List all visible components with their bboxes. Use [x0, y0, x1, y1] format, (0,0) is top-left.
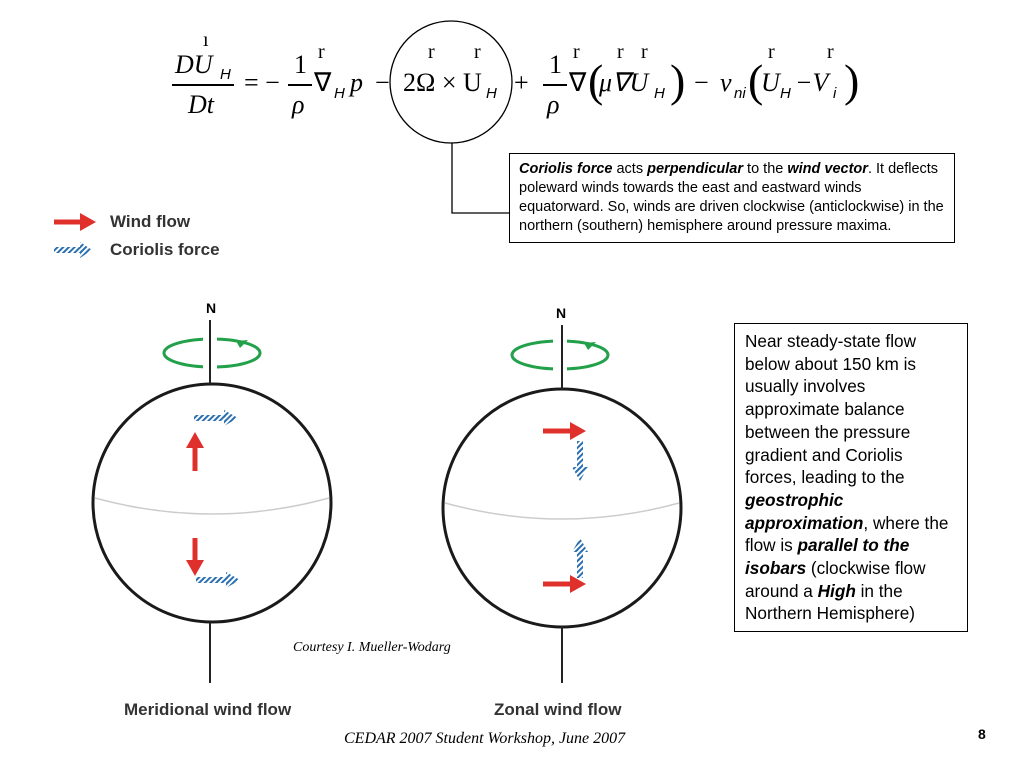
sub-h-b: H — [486, 85, 497, 102]
lhs-numerator: DU — [175, 50, 213, 79]
wind-arrow-poleward — [186, 432, 204, 471]
term-geostrophic: geostrophic approximation — [745, 489, 864, 533]
sub-i: i — [833, 85, 837, 102]
legend: Wind flow Coriolis force — [52, 208, 252, 268]
coriolis-term: 2Ω × U — [403, 68, 482, 97]
vec-mark-nabla: r — [318, 41, 325, 63]
nabla-a: ∇ — [314, 68, 332, 97]
frac-bar-a — [288, 84, 312, 86]
coriolis-highlight — [389, 20, 513, 214]
vec-mark-v: r — [827, 41, 834, 63]
lhs-denominator: Dt — [188, 90, 214, 119]
wind-flow-arrow-icon — [54, 213, 96, 231]
wind-arrow-equatorward — [186, 538, 204, 576]
footer-text: CEDAR 2007 Student Workshop, June 2007 — [344, 730, 626, 747]
mu-term: μ∇U — [599, 68, 649, 97]
north-label-left: N — [206, 300, 217, 316]
coriolis-arrow-east — [194, 410, 238, 426]
u-term: U — [761, 68, 780, 97]
vec-mark-u: r — [474, 41, 481, 63]
v-term: −V — [795, 68, 829, 97]
vec-mark-nabla-b: r — [573, 41, 580, 63]
page-number: 8 — [978, 726, 986, 742]
wind-arrow-east-lower — [543, 575, 586, 593]
sub-ni: ni — [734, 85, 746, 102]
term-high: High — [817, 580, 856, 601]
rho-a: ρ — [292, 90, 305, 119]
momentum-equation: ı DU H Dt = − 1 ρ r ∇ H p − r r 2Ω × U H… — [0, 0, 1024, 214]
term-parallel-isobars: parallel to the isobars — [745, 535, 910, 579]
caption-zonal: Zonal wind flow — [494, 700, 622, 719]
frac-bar-b — [543, 84, 567, 86]
vec-mark-omega: r — [428, 41, 435, 63]
courtesy-credit: Courtesy I. Mueller-Wodarg — [293, 640, 451, 655]
lhs-fraction-bar — [172, 84, 234, 86]
sub-h-a: H — [334, 85, 345, 102]
coriolis-arrow-east-lower — [196, 572, 240, 588]
term-wind-vector: wind vector — [787, 161, 868, 177]
coriolis-arrow-north — [572, 538, 588, 578]
meridional-globe — [91, 320, 333, 683]
vec-mark-u-c: r — [768, 41, 775, 63]
lhs-sub-h: H — [220, 66, 231, 83]
one-b: 1 — [549, 50, 562, 79]
coriolis-force-arrow-icon — [54, 242, 92, 258]
wind-arrow-east-upper — [543, 422, 586, 440]
equals-minus: = − — [244, 68, 280, 97]
coriolis-callout: Coriolis force acts perpendicular to the… — [509, 153, 955, 243]
north-label-right: N — [556, 305, 567, 321]
coriolis-arrow-south — [572, 441, 588, 481]
nu: ν — [720, 68, 732, 97]
minus-a: − — [375, 68, 390, 97]
minus-b: − — [694, 68, 709, 97]
term-perpendicular: perpendicular — [647, 161, 744, 177]
sub-h-c: H — [654, 85, 665, 102]
legend-coriolis-force: Coriolis force — [110, 240, 220, 259]
zonal-globe — [441, 325, 683, 683]
geostrophic-note: Near steady-state flow below about 150 k… — [734, 323, 968, 633]
nabla-b: ∇ — [569, 68, 587, 97]
vec-mark-u-b: r — [641, 41, 648, 63]
one-a: 1 — [294, 50, 307, 79]
dot-mark: ı — [203, 29, 209, 51]
sub-h-d: H — [780, 85, 791, 102]
plus: + — [514, 68, 529, 97]
legend-wind-flow: Wind flow — [110, 212, 191, 231]
term-coriolis-force: Coriolis force — [519, 161, 613, 177]
caption-meridional: Meridional wind flow — [124, 700, 292, 719]
rho-b: ρ — [547, 90, 560, 119]
vec-mark-nabla-c: r — [617, 41, 624, 63]
pressure-p: p — [350, 68, 363, 97]
